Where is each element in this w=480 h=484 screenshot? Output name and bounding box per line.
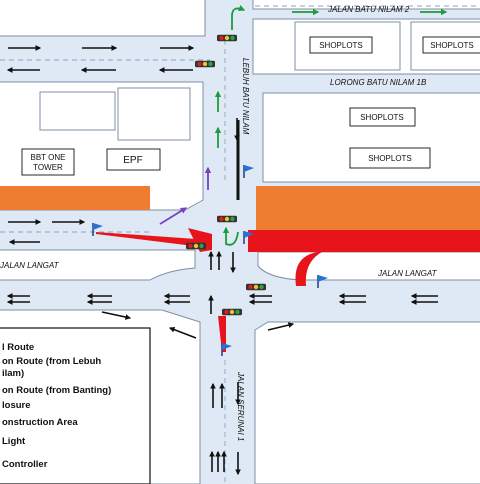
building-label-shoplots-4: SHOPLOTS <box>368 154 412 163</box>
legend-item-traffic-controller: Controller <box>2 459 48 470</box>
road-label-jalan-batu-nilam-2: JALAN BATU NILAM 2 <box>327 5 410 14</box>
building-label-shoplots-3: SHOPLOTS <box>360 113 404 122</box>
road-label-lebuh-batu-nilam: LEBUH BATU NILAM <box>241 58 250 135</box>
lane-markings <box>0 5 480 484</box>
legend-item-diversion-banting: on Route (from Banting) <box>2 385 111 396</box>
purple-diversion-arrows <box>159 166 212 225</box>
legend-item-traffic-light: Light <box>2 436 26 447</box>
legend-item-diversion-lebuh: on Route (from Lebuh <box>2 356 101 367</box>
building-label-tower: TOWER <box>33 163 63 172</box>
building-label-bbt-one: BBT ONE <box>31 153 66 162</box>
legend-item-road-closure: losure <box>2 400 31 411</box>
building-label-epf: EPF <box>123 155 142 166</box>
traffic-light-icon <box>195 60 215 68</box>
legend-item-diversion-lebuh-cont: ilam) <box>2 368 24 379</box>
traffic-arrows <box>6 45 438 476</box>
building-label-shoplots-2: SHOPLOTS <box>430 41 474 50</box>
traffic-light-icon <box>246 283 266 291</box>
road-label-jalan-serunai-1: JALAN SERUNAI 1 <box>236 371 245 441</box>
road-labels: JALAN BATU NILAM 2 LORONG BATU NILAM 1B … <box>0 5 438 441</box>
construction-area <box>0 186 480 230</box>
traffic-light-icon <box>217 34 237 42</box>
traffic-light-icon <box>186 242 206 250</box>
road-label-lorong-batu-nilam-1b: LORONG BATU NILAM 1B <box>330 78 427 87</box>
road-closure <box>96 228 480 352</box>
legend-item-normal-route: l Route <box>2 342 34 353</box>
traffic-light-icon <box>217 215 237 223</box>
green-diversion-arrows <box>214 5 448 246</box>
legend: l Route on Route (from Lebuh ilam) on Ro… <box>0 327 151 484</box>
building-label-shoplots-1: SHOPLOTS <box>319 41 363 50</box>
legend-item-construction-area: onstruction Area <box>2 417 78 428</box>
building-outlines <box>39 21 480 141</box>
road-label-jalan-langat-left: JALAN LANGAT <box>0 261 60 270</box>
building-labels: SHOPLOTS SHOPLOTS SHOPLOTS SHOPLOTS BBT … <box>21 36 480 176</box>
traffic-light-icon <box>222 308 242 316</box>
road-label-jalan-langat-right: JALAN LANGAT <box>377 269 438 278</box>
